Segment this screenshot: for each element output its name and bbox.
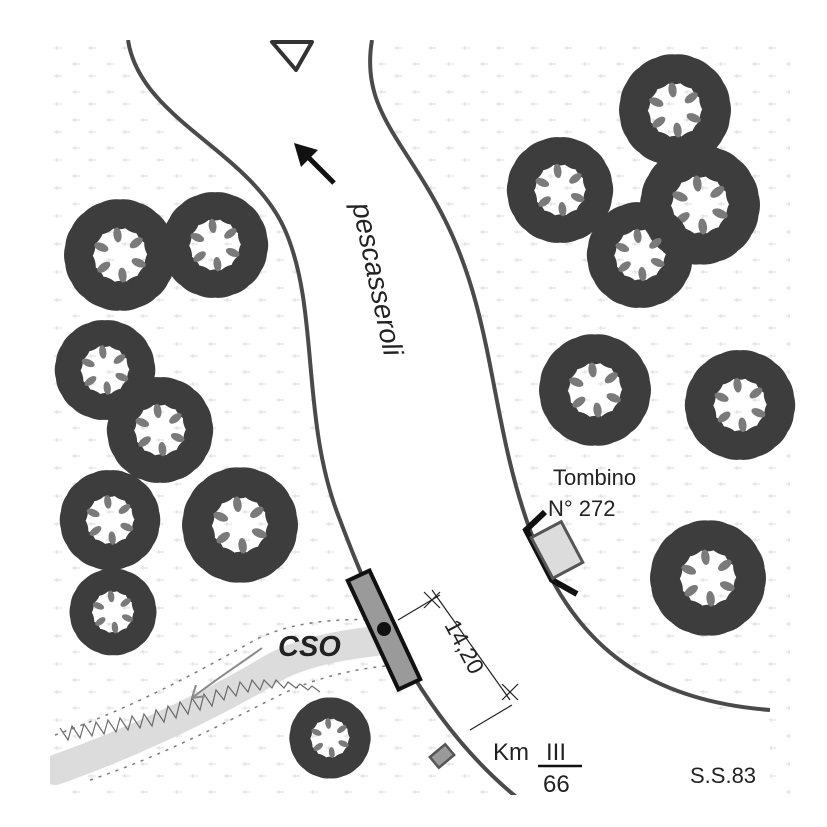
tree-icon <box>59 470 161 570</box>
vegetation-group <box>54 54 796 779</box>
tree-icon <box>161 192 269 298</box>
km-denominator-label: 66 <box>543 771 570 798</box>
tombino-number-label: N° 272 <box>548 496 616 521</box>
tree-icon <box>69 568 157 656</box>
highway-label: S.S.83 <box>690 763 756 788</box>
tree-icon <box>684 350 796 460</box>
road-surface <box>128 40 770 795</box>
stream-bank-lower <box>89 665 386 781</box>
cso-label: CSO <box>278 631 341 663</box>
tree-icon <box>650 520 766 636</box>
tree-icon <box>586 202 694 308</box>
tree-icon <box>181 467 298 583</box>
tombino-culvert <box>522 509 585 597</box>
km-marker-stone <box>428 742 456 770</box>
cso-outfall-point <box>377 622 391 636</box>
tree-icon <box>289 697 371 779</box>
tree-icon <box>539 334 651 446</box>
tombino-label: Tombino <box>553 465 636 490</box>
arrow-icon <box>294 143 336 185</box>
stream-bank-upper <box>54 618 386 736</box>
tree-icon <box>506 137 614 243</box>
triangle-marker-icon <box>270 40 314 72</box>
tree-icon <box>106 377 214 483</box>
flow-arrow <box>191 647 263 699</box>
km-numerator-label: III <box>546 739 566 766</box>
cso-stream <box>50 618 400 785</box>
stream-teeth-upper <box>59 678 321 742</box>
road-edge-right <box>368 40 771 712</box>
km-prefix-label: Km <box>493 739 529 766</box>
width-dimension <box>397 589 519 731</box>
